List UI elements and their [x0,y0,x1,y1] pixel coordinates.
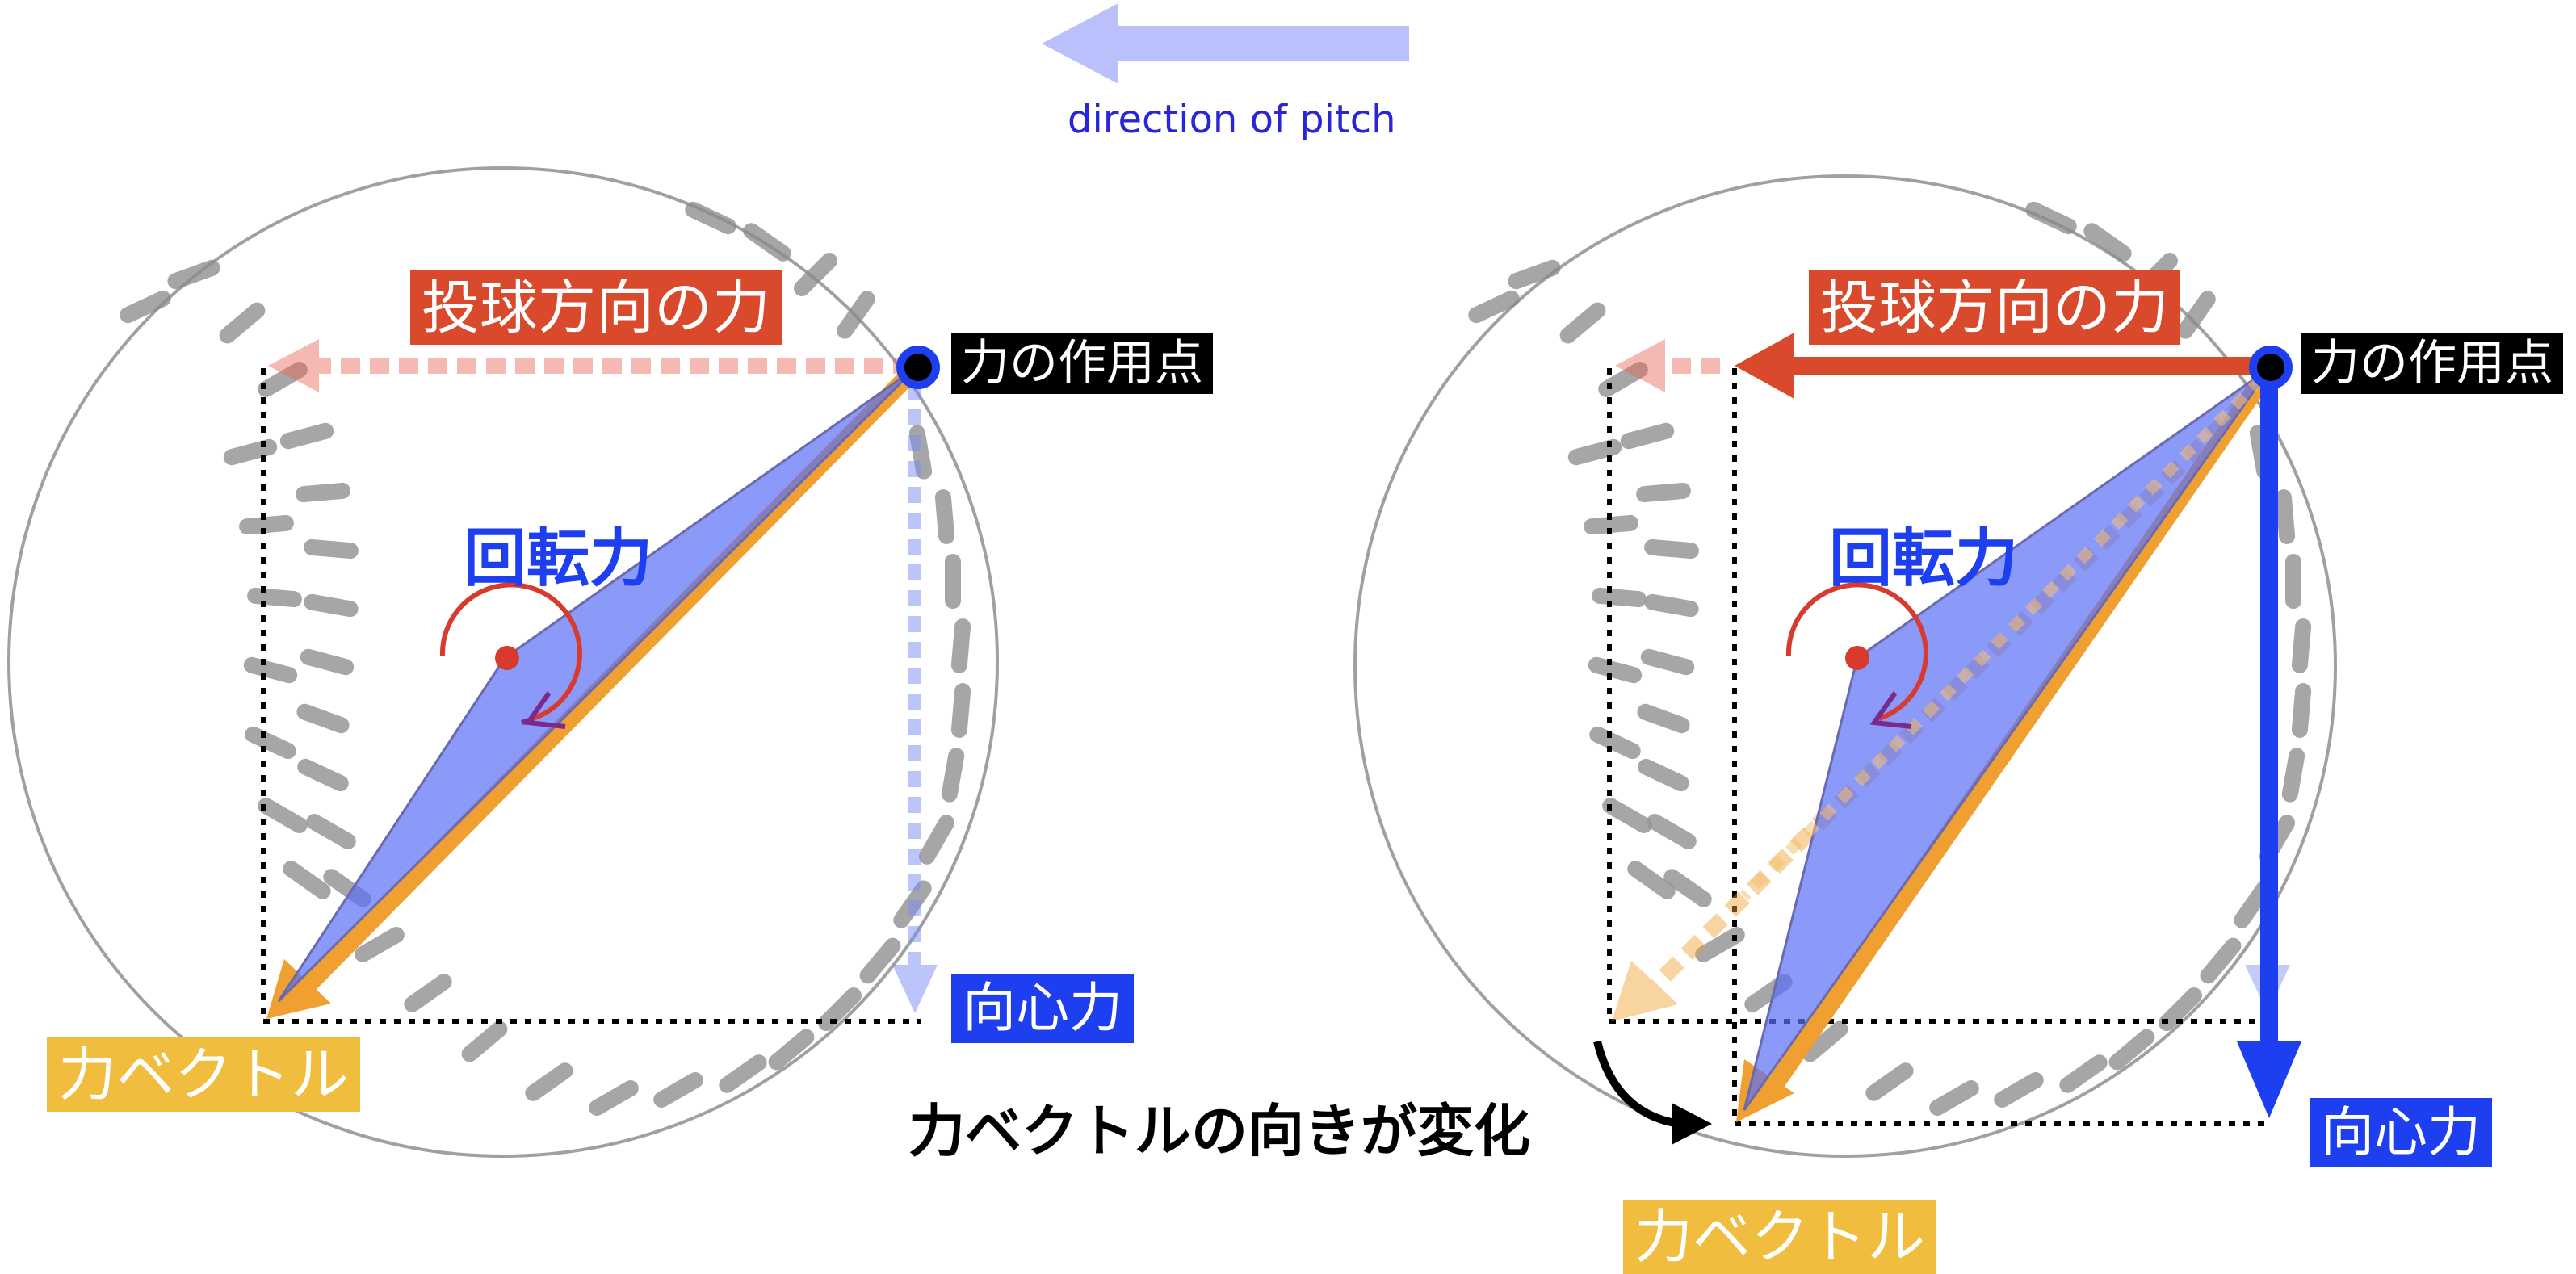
left-point-of-action [896,346,940,389]
left-pitch-force-arrow-faint [268,339,913,392]
right-rotation-curve [1785,582,1928,729]
left-rotation-curve [439,582,582,729]
left-point-of-action-label: 力の作用点 [951,333,1213,394]
left-centripetal-arrow-faint [892,383,938,1013]
left-rotation-label: 回転力 [464,522,653,595]
left-rotation-triangle [277,366,918,1003]
right-centripetal-label: 向心力 [2310,1098,2492,1167]
right-point-of-action-label: 力の作用点 [2301,333,2563,394]
right-construction-lines [1607,368,2269,1126]
left-force-vector-label: 力ベクトル [47,1037,361,1112]
right-dotted-overlay [1740,375,2265,900]
right-point-of-action [2249,346,2293,389]
direction-of-pitch-label: direction of pitch [1068,97,1396,142]
direction-arrow [1042,3,1409,84]
right-baseball [1353,174,2337,1158]
right-force-vector-label: 力ベクトル [1623,1200,1937,1274]
left-force-vector [266,361,923,1019]
change-curved-arrow [1593,1040,1712,1145]
change-label: 力ベクトルの向きが変化 [908,1098,1530,1164]
right-rotation-label: 回転力 [1829,522,2019,595]
right-rotation-triangle [1743,366,2272,1111]
right-pitch-force-arrow [1735,333,2269,399]
right-force-vector [1736,362,2279,1122]
left-pitch-force-label: 投球方向の力 [410,270,782,345]
left-centripetal-label: 向心力 [951,974,1134,1043]
right-pitch-force-label: 投球方向の力 [1809,270,2181,345]
right-centripetal-arrow [2237,375,2301,1118]
